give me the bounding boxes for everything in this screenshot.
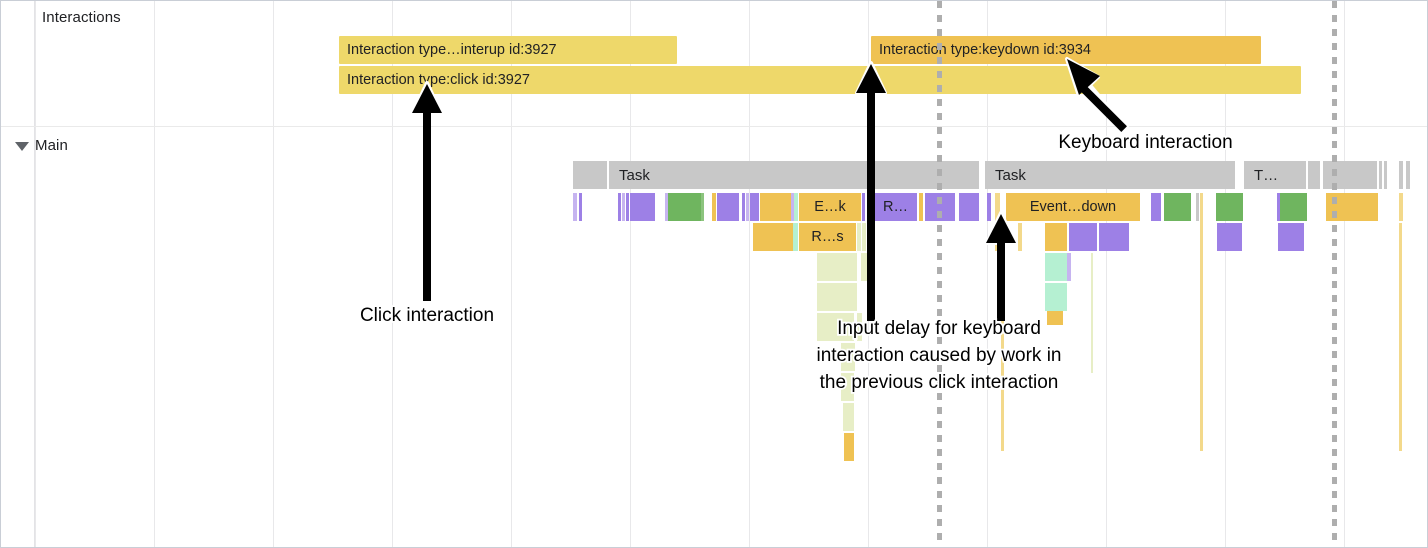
task-block[interactable]	[1406, 161, 1410, 189]
interaction-bar-pointerup[interactable]: Interaction type…interup id:3927	[339, 36, 677, 64]
frame-block[interactable]	[1069, 223, 1097, 251]
click-interaction-arrow	[411, 81, 443, 301]
frame-block[interactable]	[1091, 253, 1093, 373]
event-block-handler[interactable]: E…k	[799, 193, 861, 221]
gridline	[1106, 1, 1107, 547]
frame-block[interactable]	[668, 193, 701, 221]
frame-block[interactable]	[1099, 223, 1129, 251]
frame-block[interactable]	[794, 193, 798, 221]
event-block-run[interactable]: R…s	[799, 223, 856, 251]
frame-block[interactable]	[760, 223, 798, 251]
keyboard-interaction-label: Keyboard interaction	[1057, 130, 1235, 155]
interaction-bar-click[interactable]: Interaction type:click id:3927	[339, 66, 1301, 94]
frame-block[interactable]	[1217, 223, 1242, 251]
frame-block[interactable]	[1196, 193, 1199, 221]
gridline	[749, 1, 750, 547]
frame-block[interactable]	[701, 193, 704, 221]
gridline	[630, 1, 631, 547]
frame-block[interactable]	[841, 343, 855, 371]
frame-block[interactable]	[712, 193, 716, 221]
frame-block[interactable]	[665, 193, 668, 221]
frame-block[interactable]	[1045, 223, 1067, 251]
frame-block[interactable]	[995, 223, 999, 251]
frame-block[interactable]	[857, 223, 861, 251]
task-block[interactable]	[1379, 161, 1382, 189]
input-delay-click-arrow	[855, 61, 887, 321]
frame-block[interactable]	[1216, 193, 1243, 221]
task-block-labeled[interactable]: Task	[985, 161, 1235, 189]
frame-block[interactable]	[1399, 193, 1403, 221]
frame-block[interactable]	[717, 193, 739, 221]
task-block[interactable]	[873, 161, 979, 189]
frame-block[interactable]	[862, 223, 866, 251]
frame-block[interactable]	[1348, 193, 1378, 221]
gridline	[511, 1, 512, 547]
frame-block[interactable]	[857, 313, 862, 341]
frame-block[interactable]	[622, 193, 625, 221]
frame-block[interactable]	[959, 193, 979, 221]
frame-block[interactable]	[1045, 253, 1067, 281]
frame-block[interactable]	[750, 193, 759, 221]
frame-block[interactable]	[987, 193, 991, 221]
gridline	[154, 1, 155, 547]
frame-block[interactable]	[579, 193, 582, 221]
frame-block[interactable]	[1018, 223, 1022, 251]
frame-block[interactable]	[841, 373, 854, 401]
task-block[interactable]	[1308, 161, 1320, 189]
task-block[interactable]	[573, 161, 607, 189]
frame-block[interactable]	[1001, 223, 1004, 451]
frame-block[interactable]	[791, 193, 794, 221]
click-interaction-label: Click interaction	[358, 303, 496, 328]
event-block-r[interactable]: R…	[874, 193, 917, 221]
frame-block[interactable]	[1164, 193, 1191, 221]
task-block-labeled[interactable]: Task	[609, 161, 871, 189]
frame-block[interactable]	[843, 403, 854, 431]
frame-block[interactable]	[630, 193, 655, 221]
interaction-bar-keydown[interactable]: Interaction type:keydown id:3934	[871, 36, 1261, 64]
frame-block[interactable]	[1151, 193, 1161, 221]
frame-block[interactable]	[817, 313, 854, 341]
gridline	[1344, 1, 1345, 547]
frame-block[interactable]	[817, 283, 857, 311]
chevron-down-icon[interactable]	[15, 142, 29, 151]
frame-block[interactable]	[817, 253, 857, 281]
gutter-divider	[34, 1, 35, 547]
frame-block[interactable]	[1067, 253, 1071, 281]
task-block-labeled[interactable]: T…	[1244, 161, 1306, 189]
frame-block[interactable]	[1399, 223, 1402, 451]
gridline	[1225, 1, 1226, 547]
frame-block[interactable]	[1326, 193, 1348, 221]
frame-block[interactable]	[746, 193, 749, 221]
frame-block[interactable]	[793, 223, 798, 251]
frame-block[interactable]	[867, 193, 873, 221]
frame-block[interactable]	[1200, 193, 1203, 451]
gridline	[35, 1, 36, 547]
track-label-main[interactable]: Main	[35, 137, 68, 154]
track-divider	[1, 126, 1427, 127]
frame-block[interactable]	[1047, 311, 1063, 325]
task-block[interactable]	[1384, 161, 1387, 189]
frame-block[interactable]	[844, 433, 854, 461]
gridline	[392, 1, 393, 547]
frame-block[interactable]	[1280, 193, 1307, 221]
marker-lcp-1[interactable]	[937, 1, 942, 547]
task-block[interactable]	[1399, 161, 1403, 189]
gridline	[273, 1, 274, 547]
frame-block[interactable]	[861, 253, 867, 281]
frame-block[interactable]	[919, 193, 923, 221]
frame-block[interactable]	[1045, 283, 1067, 311]
frame-block[interactable]	[573, 193, 577, 221]
track-label-interactions[interactable]: Interactions	[42, 9, 121, 26]
input-delay-label: Input delay for keyboard interaction cau…	[815, 316, 1064, 395]
frame-block[interactable]	[1277, 193, 1280, 221]
frame-block[interactable]	[618, 193, 621, 221]
frame-block[interactable]	[862, 193, 865, 221]
frame-block[interactable]	[995, 193, 1000, 221]
frame-block[interactable]	[742, 193, 745, 221]
frame-block[interactable]	[1278, 223, 1304, 251]
event-block-keydown[interactable]: Event…down	[1006, 193, 1140, 221]
marker-lcp-2[interactable]	[1332, 1, 1337, 547]
frame-block[interactable]	[626, 193, 629, 221]
